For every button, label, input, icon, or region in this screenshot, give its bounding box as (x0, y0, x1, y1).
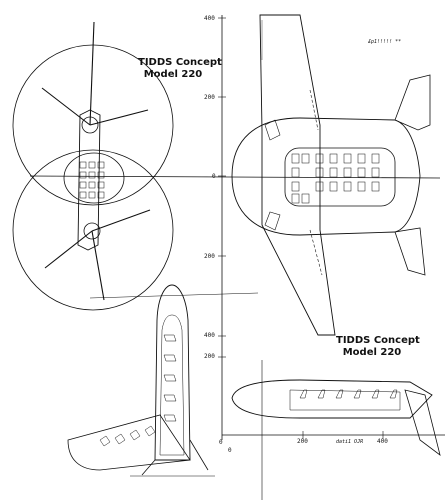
vertical-seats (163, 334, 177, 422)
tail-lower (394, 227, 426, 276)
side-tail (404, 389, 441, 456)
tick-label-0-center: 0 (212, 173, 216, 180)
side-cabin-line (289, 389, 401, 411)
tick-label-side-x-400: 400 (377, 438, 388, 445)
title-top-line1: TIDDS Concept (138, 57, 222, 68)
cabin-outline (284, 147, 396, 207)
nose-detail-lower (264, 211, 281, 231)
rotor-fuselage (63, 152, 125, 204)
tilted-cabin (67, 414, 191, 471)
main-wing (259, 14, 336, 336)
section-view (67, 284, 215, 477)
tick-label-200-lower: 200 (204, 253, 215, 260)
vertical-cabin (159, 314, 185, 456)
aircraft-top-view (231, 14, 431, 336)
view-separator-line (89, 292, 259, 299)
rotor-wing (77, 109, 101, 251)
landing-leg-right (189, 439, 209, 471)
cabin-seats (291, 153, 380, 204)
tick-label-400-top: 400 (204, 15, 215, 22)
tick-label-400-lower: 400 (204, 332, 215, 339)
tick-label-200-upper: 200 (204, 94, 215, 101)
tail-upper (394, 74, 431, 131)
fuselage-outline (231, 117, 421, 236)
engine-line-upper (309, 89, 319, 131)
engine-line-lower (309, 229, 323, 276)
rotor-disc-lower (12, 149, 174, 311)
scale-note-bottom: dati1 OJR (336, 439, 364, 445)
scale-note-top: £p1!!!!! ** (368, 39, 402, 45)
tiltrotor-top-view (12, 21, 174, 311)
corner-mark: 0 (228, 447, 232, 454)
aircraft-side-view (231, 360, 441, 500)
side-fuselage (231, 379, 433, 419)
title-top-line2: Model 220 (143, 69, 203, 80)
tilted-seats (99, 425, 156, 447)
landing-leg-left (141, 459, 156, 476)
title-bottom-line1: TIDDS Concept (336, 335, 420, 346)
tick-label-side-x-0: 0 (219, 439, 223, 446)
horizontal-axis-ticks (302, 431, 384, 439)
vertical-fuselage (154, 284, 191, 461)
title-bottom-line2: Model 220 (342, 347, 402, 358)
top-view-centerline (29, 175, 441, 179)
axes (29, 15, 445, 440)
title-top: TIDDS Concept Model 220 (138, 57, 222, 80)
rotor-blades (41, 21, 151, 301)
lower-nacelle-hub (83, 222, 101, 240)
side-seats (299, 389, 398, 399)
vertical-axis-ticks (218, 17, 226, 358)
rotor-seats (79, 161, 105, 199)
title-bottom: TIDDS Concept Model 220 (336, 335, 420, 358)
tick-label-side-x-200: 200 (297, 438, 308, 445)
tick-label-side-y-200: 200 (204, 353, 215, 360)
nose-detail (264, 119, 281, 141)
